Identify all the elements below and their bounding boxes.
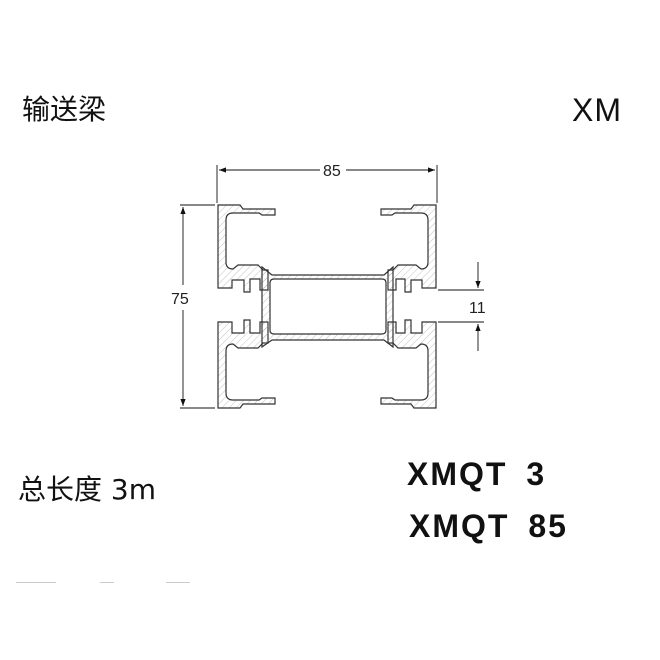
central-box — [261, 265, 394, 349]
slot-dimension: 11 — [469, 300, 486, 317]
left-top-chamber — [217, 204, 276, 293]
width-dimension: 85 — [323, 163, 341, 180]
faint-line — [16, 582, 56, 583]
product-title: 输送梁 — [22, 93, 107, 126]
product-code-1: XMQT 3 — [407, 456, 547, 492]
height-dimension: 75 — [171, 291, 189, 308]
left-bottom-chamber — [217, 319, 276, 409]
total-length-label: 总长度 3m — [18, 473, 156, 506]
aluminum-profile — [217, 204, 437, 409]
series-label: XM — [572, 92, 622, 128]
faint-line — [166, 582, 190, 583]
dimension-lines — [180, 165, 484, 409]
faint-line — [100, 582, 114, 583]
right-bottom-chamber — [380, 319, 437, 409]
product-code-2: XMQT 85 — [409, 508, 568, 544]
right-top-chamber — [380, 204, 437, 293]
